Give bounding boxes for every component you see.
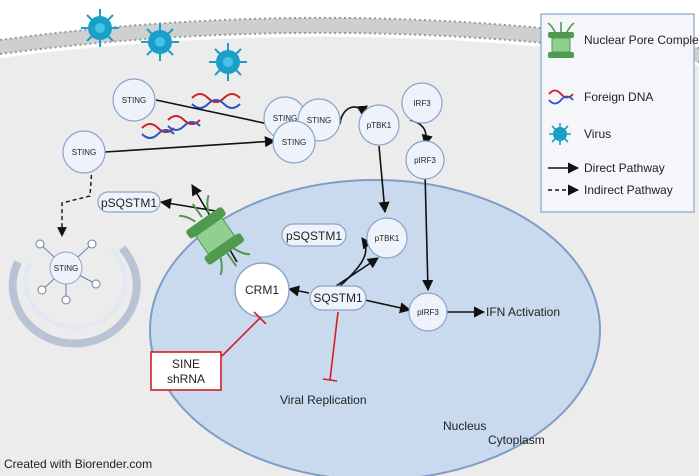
cytoplasm-label: Cytoplasm (488, 433, 545, 447)
inhibitor-line2: shRNA (167, 372, 205, 386)
sting-complex-node: STING (307, 116, 331, 125)
nuclear-pore-complex-icon (179, 194, 250, 276)
sting-node-autophagy: STING (54, 264, 78, 273)
sting-complex-node: STING (282, 138, 306, 147)
inhibitor-box (150, 351, 222, 391)
pirf3-node-cytoplasm: pIRF3 (414, 156, 436, 165)
viral-replication-label: Viral Replication (280, 393, 367, 407)
sting-node: STING (72, 148, 96, 157)
dna-icon (141, 93, 241, 139)
legend-label: Virus (584, 127, 611, 141)
ifn-activation-label: IFN Activation (486, 305, 560, 319)
inhibition-lines (221, 311, 339, 382)
ptbk1-node-cytoplasm: pTBK1 (367, 121, 392, 130)
crm1-node: CRM1 (245, 283, 279, 297)
sqstm1-node: SQSTM1 (313, 291, 363, 305)
footer-credit: Created with Biorender.com (4, 457, 152, 471)
nucleus (149, 179, 601, 476)
nucleus-label: Nucleus (443, 419, 486, 433)
dna-icon (548, 89, 574, 105)
psqstm1-node-nucleus: pSQSTM1 (286, 229, 342, 243)
sting-node: STING (122, 96, 146, 105)
virus-icon (549, 123, 571, 145)
pirf3-node-nucleus: pIRF3 (417, 308, 439, 317)
psqstm1-node-cytoplasm: pSQSTM1 (101, 196, 157, 210)
virus-icon (209, 43, 247, 81)
virus-icon (141, 23, 179, 61)
indirect-pathway-arrow (57, 167, 93, 237)
autophagosome: STING (8, 239, 141, 348)
legend-label: Direct Pathway (584, 161, 665, 175)
inhibitor-line1: SINE (172, 357, 200, 371)
ptbk1-node-nucleus: pTBK1 (375, 234, 400, 243)
legend: Nuclear Pore Complex Foreign DNA Virus D… (540, 13, 699, 213)
legend-label: Foreign DNA (584, 90, 653, 104)
sting-complex-node: STING (273, 114, 297, 123)
nuclear-pore-complex-icon (547, 22, 575, 58)
legend-label: Nuclear Pore Complex (584, 33, 699, 47)
virus-icon (81, 9, 119, 47)
irf3-node: IRF3 (413, 99, 431, 108)
legend-label: Indirect Pathway (584, 183, 673, 197)
